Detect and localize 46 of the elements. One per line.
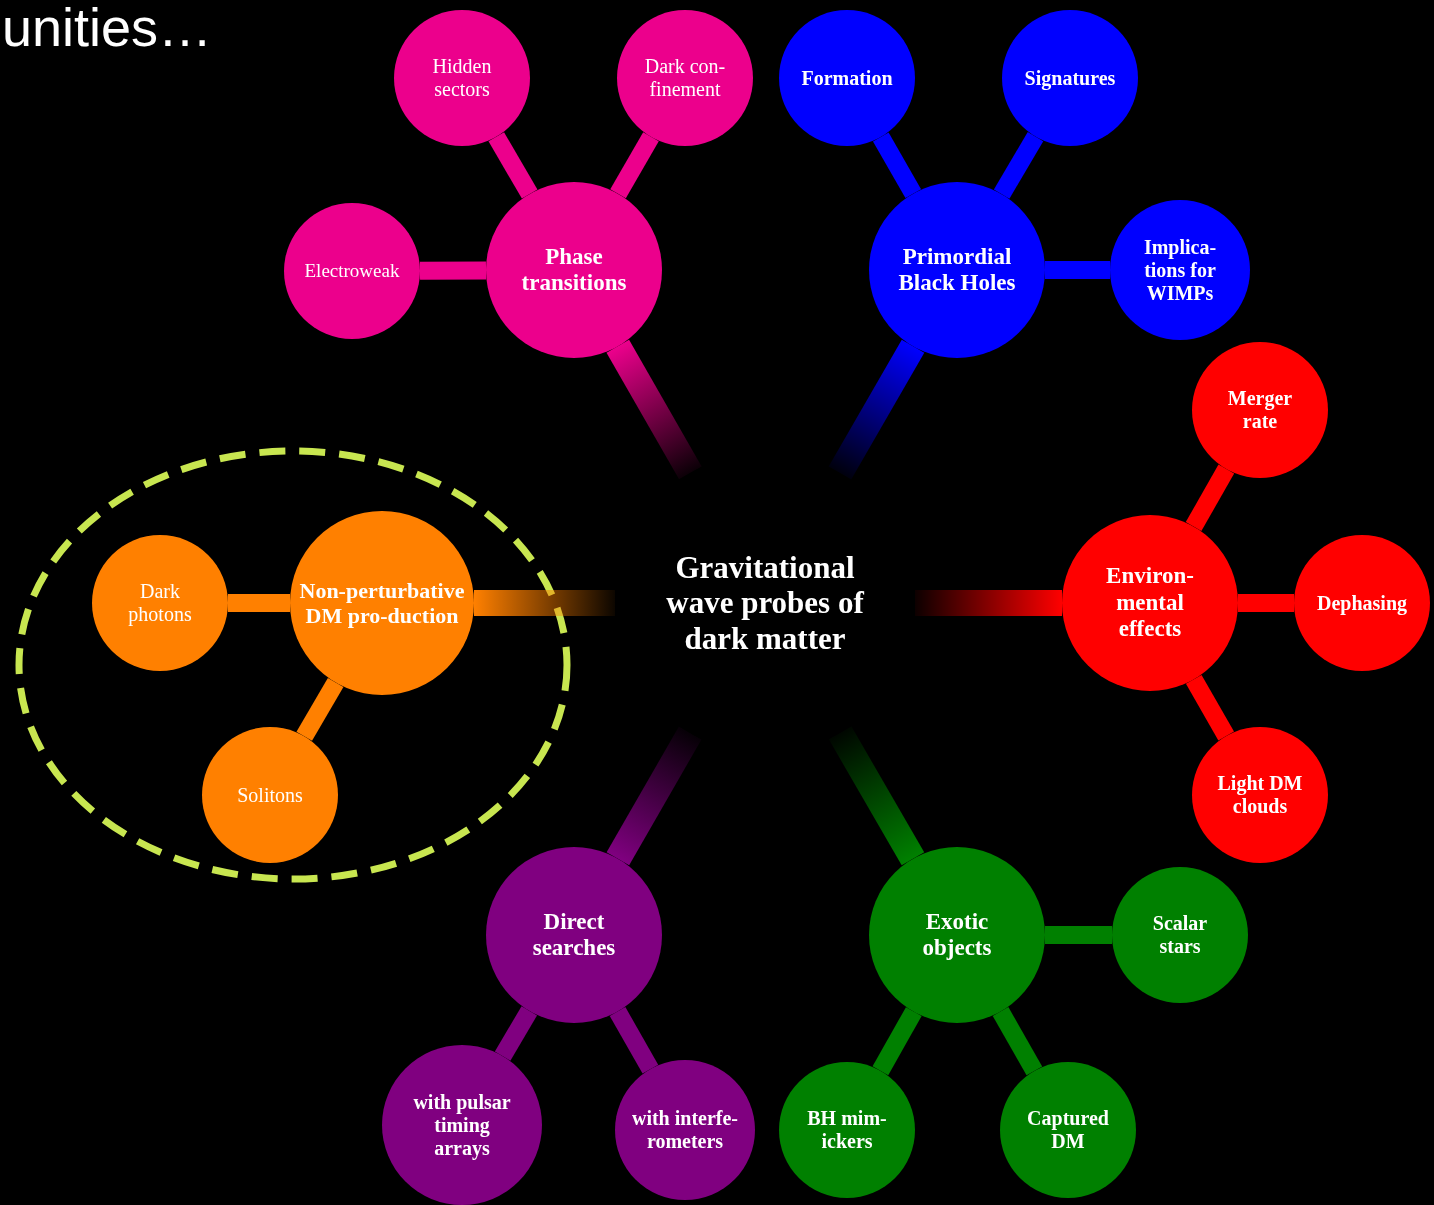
heading-fragment: unities… (2, 0, 213, 54)
node-label: Formation (801, 66, 893, 90)
connector (606, 726, 702, 866)
node-label: Solitons (237, 783, 303, 807)
node-label: Exotic objects (921, 908, 993, 962)
connector (1238, 594, 1294, 612)
node-label: Light DM clouds (1216, 772, 1304, 818)
node-label: Electroweak (304, 260, 400, 282)
node-label: Implica-tions for WIMPs (1142, 235, 1218, 305)
node-label: Captured DM (1026, 1107, 1110, 1153)
connector (228, 594, 290, 612)
connector (488, 132, 538, 199)
node-label: Phase transitions (520, 243, 628, 297)
connector (915, 590, 1062, 616)
connector (296, 677, 344, 741)
node-label: Direct searches (531, 908, 617, 962)
node-label: Primordial Black Holes (897, 243, 1017, 297)
connector (872, 1007, 922, 1076)
connector (993, 132, 1044, 199)
connector (873, 132, 922, 199)
node-label: Scalar stars (1151, 912, 1209, 958)
node-label: Gravitational wave probes of dark matter (665, 549, 865, 657)
connector (494, 1006, 538, 1061)
connector (1185, 464, 1235, 531)
node-label: Dephasing (1317, 591, 1407, 615)
node-label: BH mim-ickers (806, 1107, 888, 1153)
node-label: Merger rate (1226, 387, 1294, 433)
connector (1045, 926, 1112, 944)
connector (606, 339, 702, 480)
node-label: Non-perturbative DM pro-duction (298, 577, 466, 629)
connector (609, 1007, 659, 1074)
node-label: Dark con-finement (643, 55, 727, 101)
node-label: with pulsar timing arrays (412, 1090, 512, 1160)
connector (610, 132, 659, 199)
node-label: Environ-mental effects (1105, 563, 1195, 643)
connector (1045, 261, 1110, 279)
node-label: with interfe-rometers (630, 1107, 740, 1153)
connector (828, 339, 925, 480)
node-label: Hidden sectors (431, 55, 493, 101)
node-label: Dark photons (127, 580, 193, 626)
connector (474, 590, 615, 616)
connector (419, 261, 487, 280)
connector (1185, 674, 1234, 741)
connector (828, 726, 925, 866)
node-label: Signatures (1024, 66, 1116, 90)
connector (992, 1007, 1043, 1076)
